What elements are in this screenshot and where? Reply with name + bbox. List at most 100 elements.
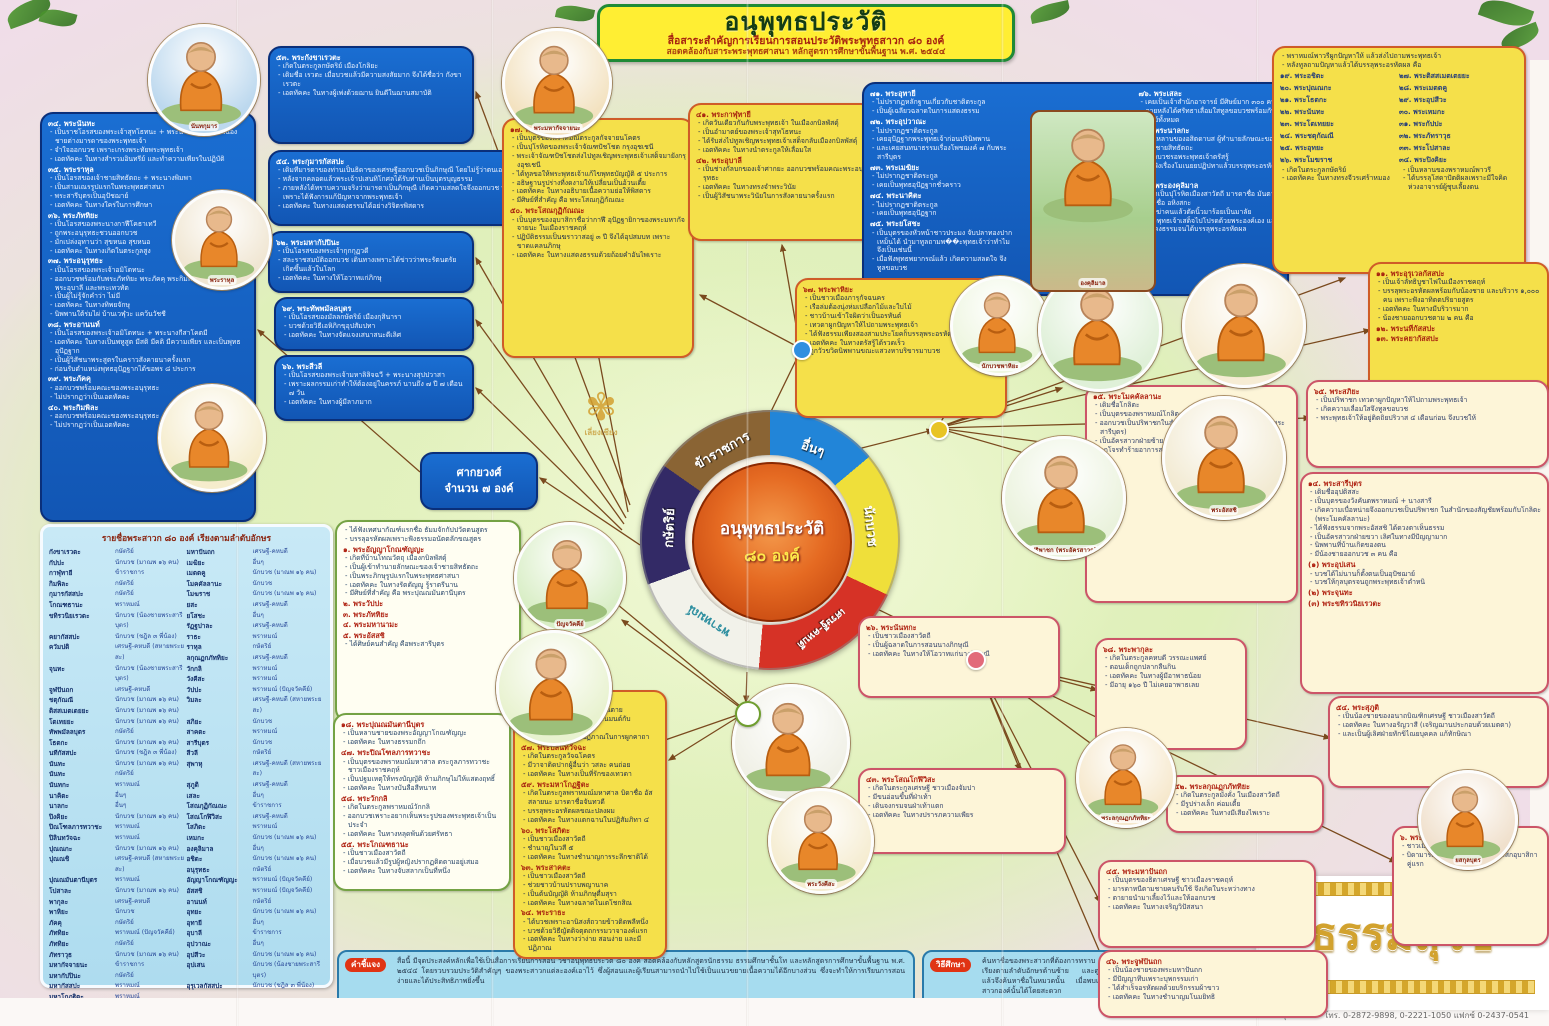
entry-bullet: เคยเป็นพุทธอุปัฏฐากชั่วคราว <box>870 181 1013 190</box>
monk-illustration <box>1052 287 1142 382</box>
roster-row: นาลกะอื่นๆ <box>49 801 187 812</box>
roster-name: รัฏฐปาละ <box>186 622 213 631</box>
roster-name: ภัททิยะ <box>49 929 69 938</box>
entry-bullet: เป็นช่างกัลบกของเจ้าศากยะ ออกบวชพร้อมคณะ… <box>696 165 866 183</box>
monk-illustration <box>1043 128 1133 223</box>
entry-bullet: เป็นต้นบัญญัติ ห้ามภิกษุดื่มสุรา <box>521 890 659 899</box>
entry-bullet: ถูกพระอนุรุทธะชวนออกบวช <box>48 229 248 238</box>
disciple-name: ๒๐. พระปุณณกะ <box>1280 83 1332 92</box>
angulimala-picture: องคุลิมาล <box>1030 110 1156 292</box>
roster-group: กษัตริย์ <box>115 770 134 778</box>
entry-heading: ๖๕. พระสภิยะ <box>1314 387 1360 396</box>
entry-bullet: เป็นโอรสของพระเจ้าอมิโตทนะ + พระนางกีสาโ… <box>48 329 248 338</box>
roster-row: นันทะนักบวช (มาณพ ๑๖ คน) <box>49 759 187 770</box>
roster-row: อานนท์กษัตริย์ <box>187 897 325 908</box>
list-row: ๒๑. พระโธตกะ๒๙. พระอุปสีวะ <box>1280 94 1518 106</box>
entry-bullet: ออกบวชพร้อมคณะของพระอนุรุทธะ <box>48 384 248 393</box>
entry-bullet: บรรลุพระอรหัตผลขณะปลงผม <box>521 807 659 816</box>
roster-group: เศรษฐี-คหบดี <box>115 685 151 693</box>
roster-name: สารีบุตร <box>186 738 210 747</box>
entry-bullet: เอตทัคคะ ในทางชำนาญมโนมยิทธิ <box>1106 993 1320 1002</box>
roster-group: เศรษฐี-คหบดี (สหายพระยสะ) <box>252 696 322 714</box>
roster-row: สุพาหุเศรษฐี-คหบดี (สหายพระยสะ) <box>187 759 325 780</box>
roster-group: ข้าราชการ <box>115 961 145 969</box>
entry-bullet: เป็นผู้เฉลียวฉลาดในการแสดงธรรม <box>870 107 1013 116</box>
disciple-name: ๓๓. พระโปสาละ <box>1399 143 1451 152</box>
roster-group: นักบวช <box>252 738 273 746</box>
entry-bullet: เป็นบุตรของธิดาเศรษฐี ชาวเมืองราชคฤห์ <box>1106 876 1308 885</box>
entry-bullet: เอตทัคคะ ในทางปรารภความเพียร <box>866 811 1058 820</box>
box-solasa: พราหมณ์พาวรีผูกปัญหาให้ แล้วส่งไปถามพระพ… <box>1272 46 1526 274</box>
roster-group: กษัตริย์ <box>115 971 134 979</box>
entry-bullet: พระเจ้าจัณฑปัชโชตส่งไปทูลเชิญพระพุทธเจ้า… <box>510 152 686 170</box>
roster-name: อานนท์ <box>186 897 207 906</box>
box-kaludayi-upali: ๔๑. พระกาฬุทายีเกิดวันเดียวกันกับพระพุทธ… <box>688 103 874 241</box>
disciple-name: ๒๒. พระนันทะ <box>1280 107 1325 116</box>
entry-bullet: เป็นบุตรของวังคันตพราหมณ์ + นางสารี <box>1308 497 1541 506</box>
entry-bullet: ออกบวชพร้อมคณะของพระอนุรุทธะ <box>48 412 248 421</box>
entry-bullet: เอตทัคคะ ในทางแสดงธรรมด้วยถ้อยคำอันไพเรา… <box>510 251 686 260</box>
roster-group: นักบวช (น้องชายพระสารีบุตร) <box>115 611 183 630</box>
entry-heading: ๕๙. พระมหาโกฏฐิตะ <box>521 779 590 789</box>
roster-row: อุรุเวลกัสสปะนักบวช (ชฎิล ๓ พี่น้อง) <box>187 981 325 992</box>
roster-group: อื่นๆ <box>252 939 264 947</box>
roster-name: สุภูติ <box>186 781 199 790</box>
roster-row: กุมารกัสสปะกษัตริย์ <box>49 589 187 600</box>
entry-bullet: เป็นโอรสของพระเจ้าอมิโตทนะ <box>48 266 248 275</box>
box-sabhiya: ๖๕. พระสภิยะเป็นปริพาชก เทวดาผูกปัญหาให้… <box>1306 380 1549 468</box>
entry-bullet: ถูกวัวขวิดนิพพานขณะแสวงหาบริขารมาบวช <box>803 347 999 356</box>
box-lakuntaka: ๕๒. พระลกุณฏกภัททิยะเกิดในตระกูลมั่งคั่ง… <box>1166 775 1324 833</box>
entry-heading: ๔๖. พระจูฬปันถก <box>1106 957 1162 966</box>
roster-group: กษัตริย์ <box>115 590 134 598</box>
roster-name: อัญญาโกณฑัญญะ <box>186 876 238 885</box>
circle-caption: พระวังคีสะ <box>805 879 837 889</box>
roster-row: นาคิตะอื่นๆ <box>49 791 187 802</box>
wheel-center: อนุพุทธประวัติ ๘๐ องค์ <box>692 462 852 622</box>
monk-illustration <box>161 42 241 126</box>
entry-bullet: เกิดในตระกูลวัจฉโคตร <box>521 752 659 761</box>
header-bullet: บรรลุอรหัตผลเพราะฟังธรรมอนัตตลักขณสูตร <box>343 535 513 544</box>
entry-heading: ๑๒. พระนทีกัสสปะ <box>1376 323 1436 333</box>
entry-bullet: เป็นบุตรของหัวหน้าชาวประมง จับปลาทองปากเ… <box>870 229 1013 255</box>
category-wheel: อนุพุทธประวัติ ๘๐ องค์ <box>640 410 900 670</box>
entry-bullet: เป็นโอรสของเจ้าชายสิทธัตถะ + พระนางพิมพา <box>48 174 248 183</box>
roster-row: นันทะกษัตริย์ <box>49 769 187 780</box>
entry-heading: ๗๖. พระเสละ <box>1138 89 1182 98</box>
roster-title: รายชื่อพระสาวก ๘๐ องค์ เรียงตามลำดับอักษ… <box>101 534 272 544</box>
circle-caption: พระลกุณฏกภัททิยะ <box>1099 813 1153 823</box>
entry-bullet: เอตทัคคะ ในทางหลุดพ้นด้วยศรัทธา <box>341 830 503 839</box>
roster-name: นันทกะ <box>49 781 70 790</box>
list-row: ๒๖. พระโมฆราช๓๔. พระปิงคิยะ <box>1280 154 1518 166</box>
entry-bullet: บวชได้ไม่นานก็ตั้งตนเป็นอุปัชฌาย์ <box>1308 570 1541 579</box>
entry-heading: ๑๓. พระคยากัสสปะ <box>1376 334 1439 344</box>
entry-bullet: เป็นพระภิกษุรูปแรกในพระพุทธศาสนา <box>343 572 513 581</box>
entry-bullet: เอตทัคคะ ในทางรัตตัญญู รู้ราตรีนาน <box>343 581 513 590</box>
hub-node-2 <box>929 420 949 440</box>
entry-heading: ๒. พระวัปปะ <box>343 599 384 609</box>
monk-illustration <box>1016 455 1106 550</box>
entry-bullet: เอตทัคคะ ในทางใคร่ในการศึกษา <box>48 201 248 210</box>
entry-bullet: เป็นโอรสของพระเจ้ามหาลิลิจฉวี + พระนางสุ… <box>282 371 466 380</box>
roster-group: เศรษฐี-คหบดี <box>252 653 288 661</box>
entry-bullet: เป็นหลานชายของพระอัญญาโกณฑัญญะ <box>341 729 503 738</box>
roster-row: โธตกะนักบวช (มาณพ ๑๖ คน) <box>49 738 187 749</box>
entry-bullet: ได้ฟังธรรมเพียงสองสามประโยคก็บรรลุพระอรห… <box>803 330 999 339</box>
box-nandaka: ๒๖. พระนันทกะเป็นชาวเมืองสาวัตถีเป็นผู้ฉ… <box>858 616 1060 698</box>
disciple-name: ๑๙. พระอชิตะ <box>1280 71 1325 80</box>
entry-bullet: เป็นผู้เข้าทำนายลักษณะของเจ้าชายสิทธัตถะ <box>343 563 513 572</box>
entry-heading: ๔๓. พระโสณโกฬิวิสะ <box>866 775 936 784</box>
roster-group: พราหมณ์ <box>115 834 140 842</box>
roster-row: ราธะพราหมณ์ <box>187 632 325 643</box>
entry-heading: ๕๘. พระวักกลิ <box>341 793 388 803</box>
entry-bullet: เป็นหลานของอสิตดาบส ผู้ทำนายลักษณะของเจ้… <box>1139 135 1282 153</box>
entry-bullet: เอตทัคคะ ในทางเกิดในตระกูลสูง <box>48 247 248 256</box>
roster-name: ภัททิยะ <box>49 939 69 948</box>
roster-row: องคุลิมาลอื่นๆ <box>187 844 325 855</box>
entry-bullet: เกิดในตระกูลพราหมณ์มหาศาล บิดาชื่อ อัสสล… <box>521 789 659 807</box>
entry-heading: ๖๔. พระราธะ <box>521 908 566 918</box>
entry-bullet: เคยอุปัฏฐากพระพุทธเจ้าก่อนปรินิพพาน <box>870 135 1013 144</box>
roster-name: อุบาลี <box>186 929 202 938</box>
roster-row: โสณโกฬิวิสะเศรษฐี-คหบดี <box>187 812 325 823</box>
entry-bullet: ไม่ปรากฏชาติตระกูล <box>870 201 1013 210</box>
roster-name: ปุณณมันตานีบุตร <box>49 876 98 885</box>
